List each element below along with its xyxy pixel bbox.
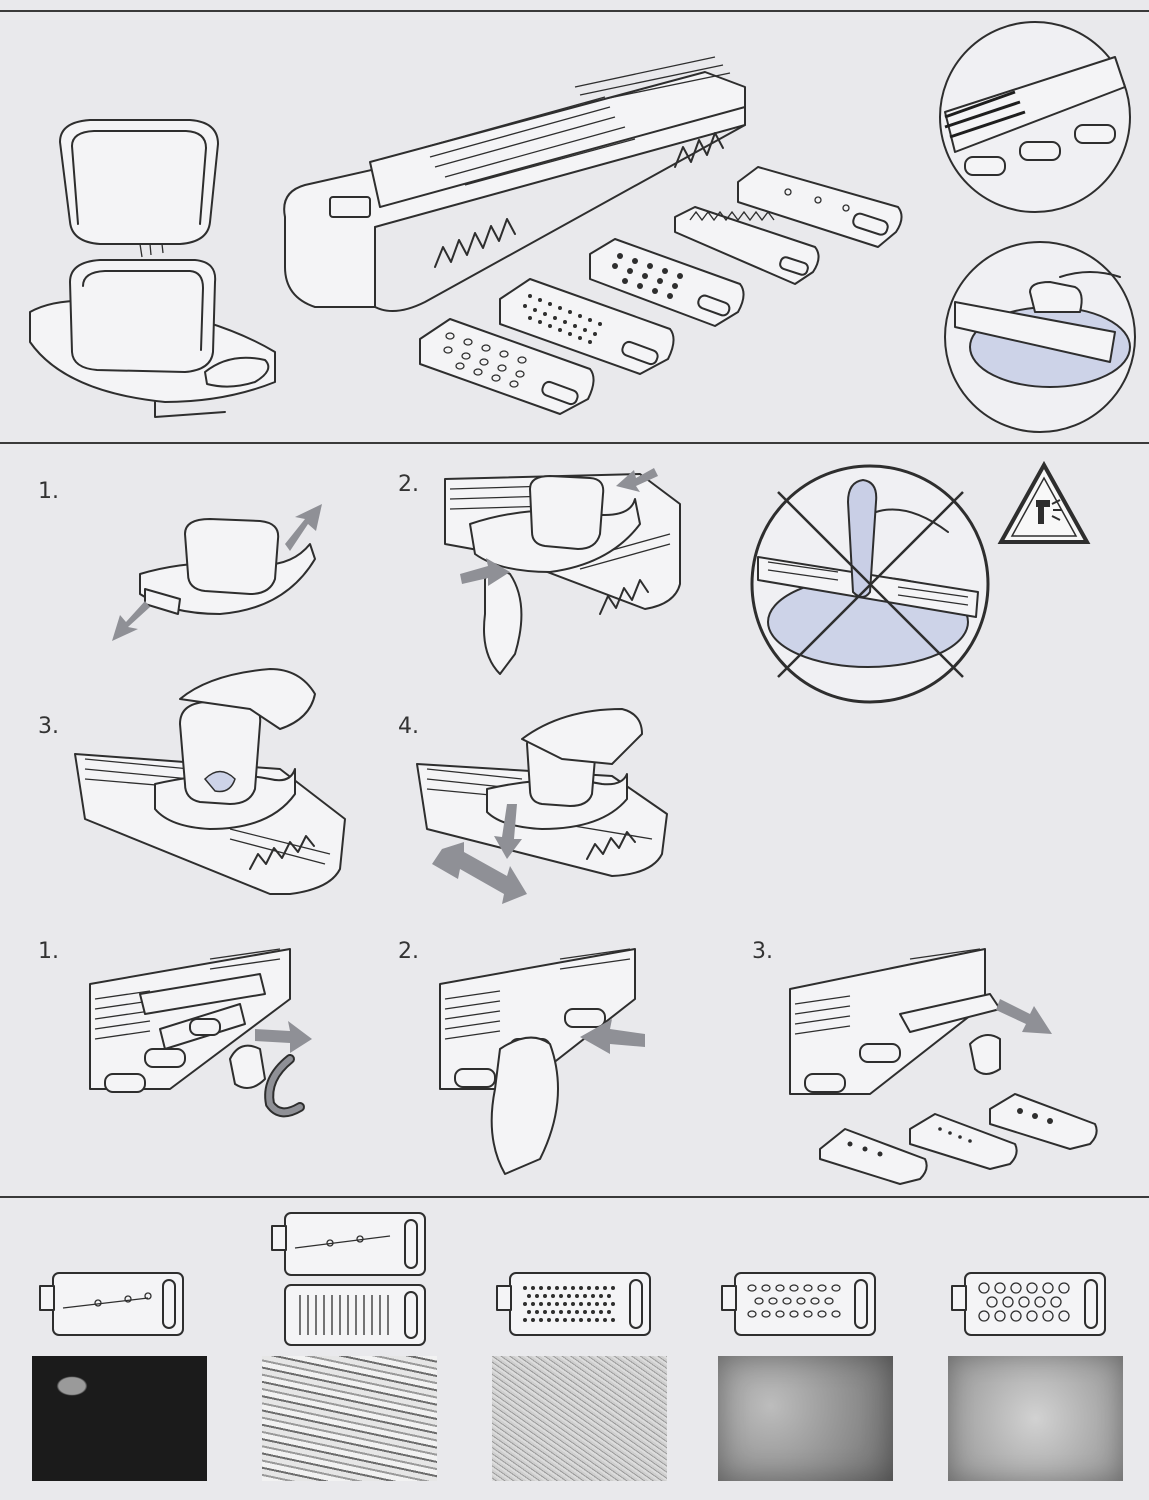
slicing-blade-icon-2 [271, 1212, 426, 1276]
arrow-back-forth [432, 842, 527, 904]
arrow-pull-right [255, 1021, 312, 1053]
inserted-blades-closeup [939, 21, 1131, 213]
result-photo-coarse-shreds [948, 1356, 1123, 1481]
arrow-up-right [285, 504, 322, 551]
julienne-blade [674, 206, 820, 285]
medium-grater-icon [721, 1272, 876, 1336]
overview-section [0, 12, 1149, 442]
assembly-step-2-number: 2. [398, 472, 419, 497]
fine-grater-icon [496, 1272, 651, 1336]
slicing-blade-icon [39, 1272, 184, 1336]
arrow-left [616, 468, 658, 492]
result-photo-strips [262, 1356, 437, 1481]
arrow-down [494, 804, 522, 859]
assembly-step-4-illustration [416, 708, 668, 904]
blade-step-3-illustration [789, 948, 1098, 1185]
medium-grater [499, 278, 675, 375]
coarse-grater-icon [951, 1272, 1106, 1336]
julienne-blade-icon [284, 1284, 426, 1346]
blade-step-1-illustration [89, 948, 312, 1118]
slicing-over-bowl [944, 241, 1136, 433]
section-divider-2 [0, 1196, 1149, 1198]
prohibited-use-illustration [750, 464, 990, 704]
arrow-pull-out [996, 999, 1052, 1034]
assembly-section: 1. 2. 3. 4. 1. 2. 3. [0, 444, 1149, 1196]
arrow-push-left [580, 1019, 645, 1054]
warning-triangle-icon [997, 460, 1091, 544]
blade-step-2-number: 2. [398, 939, 419, 964]
food-holder [59, 119, 219, 258]
arrow-down-left [112, 601, 150, 641]
hand-guard-base [29, 259, 276, 418]
assembly-step-1-illustration [112, 504, 322, 641]
fine-grater [589, 238, 745, 327]
result-photo-fine-shreds [492, 1356, 667, 1481]
blade-step-3-number: 3. [752, 939, 773, 964]
assembly-step-2-illustration [444, 468, 681, 675]
result-photo-slices [32, 1356, 207, 1481]
section-divider-1 [0, 442, 1149, 444]
blade-step-2-illustration [439, 948, 645, 1175]
arrow-right [460, 558, 510, 586]
top-border [0, 10, 1149, 12]
mandoline-frame [283, 56, 746, 312]
blade-step-1-number: 1. [38, 939, 59, 964]
slicing-blade [737, 166, 903, 248]
coarse-grater [419, 318, 595, 415]
result-photo-medium-shreds [718, 1356, 893, 1481]
results-section [0, 1198, 1149, 1500]
assembly-step-3-number: 3. [38, 714, 59, 739]
assembly-step-1-number: 1. [38, 479, 59, 504]
assembly-step-4-number: 4. [398, 714, 419, 739]
assembly-step-3-illustration [74, 668, 346, 895]
